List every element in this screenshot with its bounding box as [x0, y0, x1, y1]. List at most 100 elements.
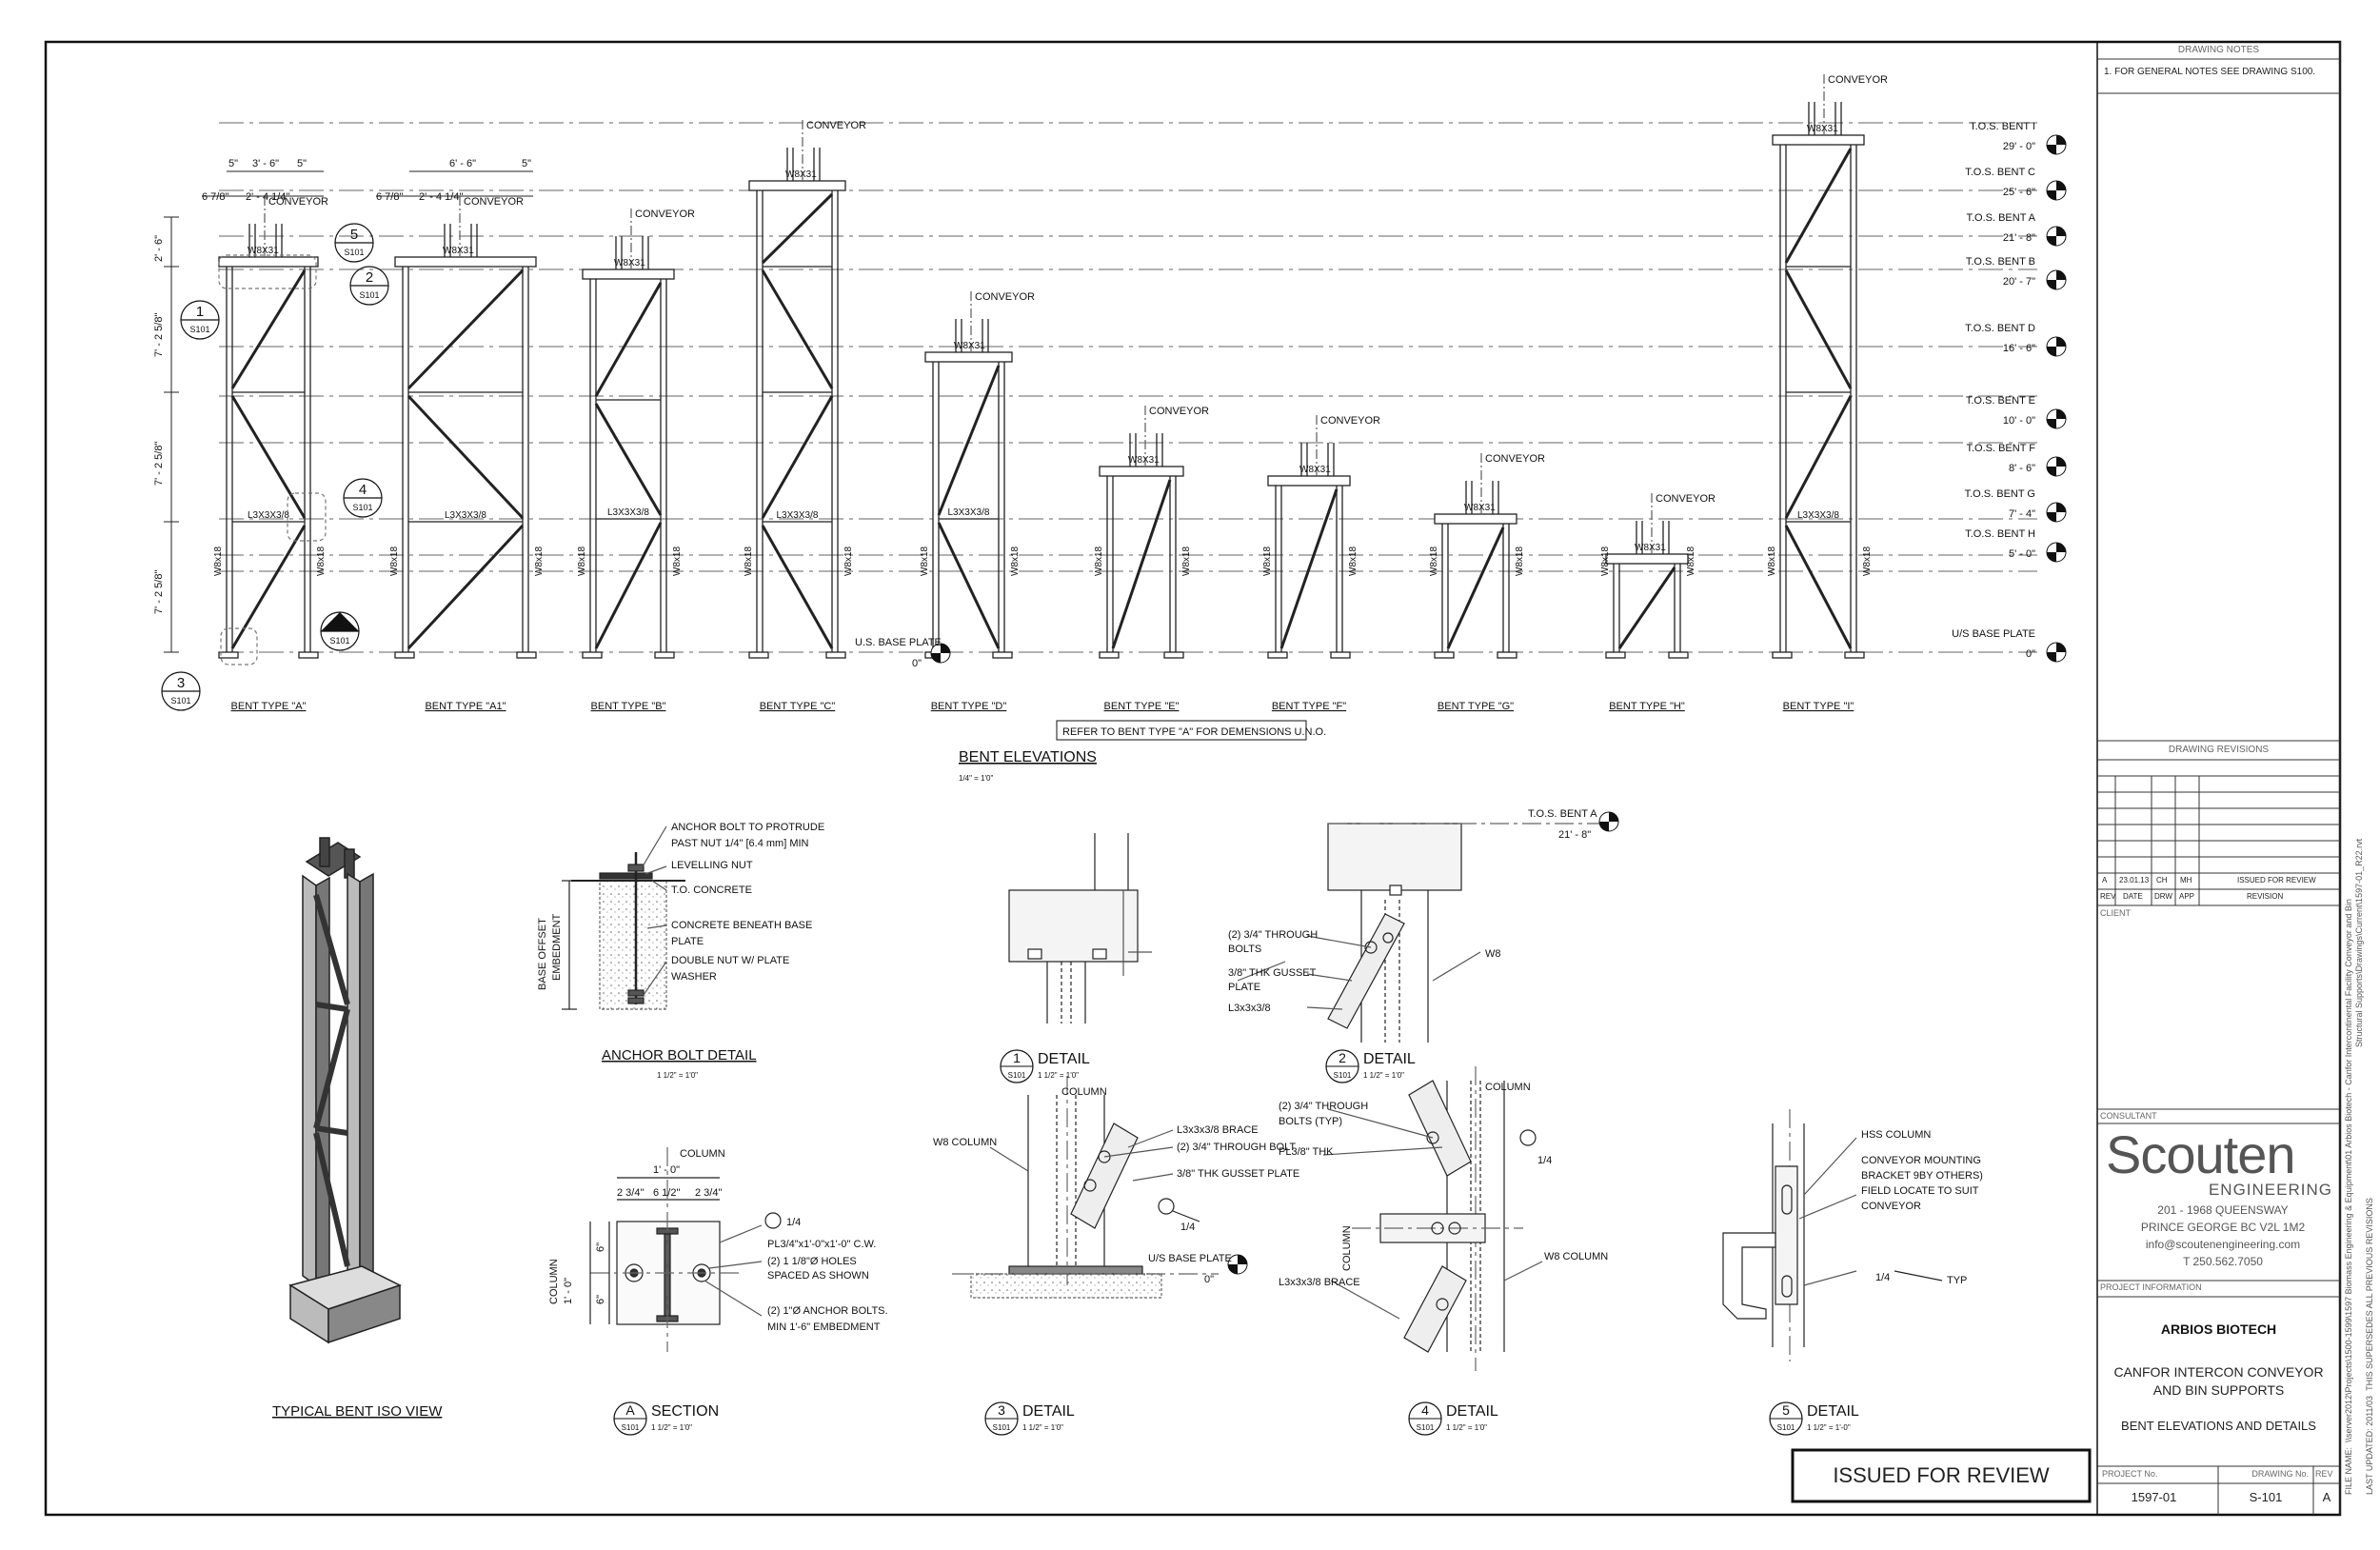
level-symbol-fill — [2047, 236, 2056, 246]
conveyor-posts — [955, 290, 989, 352]
secA-weld: 1/4 — [786, 1217, 801, 1228]
bent-top-beam — [1772, 134, 1865, 146]
beam-label: W8X31 — [1807, 124, 1838, 134]
secA-note-5: MIN 1'-6" EMBEDMENT — [767, 1321, 881, 1333]
company-address1: 201 - 1968 QUEENSWAY — [2157, 1203, 2289, 1217]
level-markers: T.O.S. BENT I29' - 0"T.O.S. BENT C25' - … — [1952, 121, 2067, 663]
rev-col-desc: REVISION — [2247, 892, 2284, 901]
d3-column: COLUMN — [1061, 1086, 1107, 1098]
detail-4-notes: COLUMN COLUMN (2) 3/4" THROUGH BOLTS (TY… — [1279, 1082, 1608, 1288]
anchor-note-8: WASHER — [671, 971, 717, 983]
column-label: W8x18 — [1600, 546, 1611, 576]
dim-top-8: 6 7/8" — [376, 191, 403, 203]
dim-top-5: 2' - 4 1/4" — [246, 191, 289, 203]
bent-label: BENT TYPE "A" — [231, 701, 307, 712]
detail-sheet: S101 — [1417, 1423, 1435, 1432]
dim-top-3: 5" — [297, 158, 307, 169]
detail-2-drawing — [1237, 823, 1618, 1043]
level-symbol-fill — [2056, 457, 2066, 467]
elevations-title: BENT ELEVATIONS — [959, 749, 1097, 765]
detail-title: DETAIL — [1807, 1403, 1859, 1420]
bent-base-plate — [1434, 651, 1455, 659]
callout-a-sheet: S101 — [329, 636, 349, 646]
d3-note-5: U/S BASE PLATE — [1148, 1253, 1232, 1264]
file-path-1: \\server2012\Projects\1500-1599\1597 Bio… — [2344, 899, 2353, 1442]
level-name: T.O.S. BENT B — [1966, 256, 2035, 268]
detail-scale: 1 1/2" = 1'-0" — [1807, 1423, 1851, 1432]
beam-label: W8X31 — [1635, 543, 1666, 553]
bent-brace — [1784, 148, 1853, 264]
level-symbol-fill — [2056, 643, 2066, 652]
conveyor-posts — [1636, 492, 1670, 554]
conveyor-posts — [1808, 73, 1842, 135]
d5-note-1: HSS COLUMN — [1861, 1129, 1931, 1141]
bent-brace — [1111, 479, 1172, 649]
bent-brace — [1784, 525, 1853, 649]
callout-1-num: 1 — [196, 304, 204, 320]
detail-sheet: S101 — [1777, 1423, 1795, 1432]
d5-note-4: FIELD LOCATE TO SUIT — [1861, 1185, 1979, 1197]
detail-num: 3 — [998, 1402, 1005, 1418]
level-symbol-fill — [2047, 512, 2056, 522]
brace-label: L3X3X3/8 — [248, 510, 289, 521]
bent-brace — [937, 522, 1001, 649]
refer-note: REFER TO BENT TYPE "A" FOR DEMENSIONS U.… — [1062, 726, 1326, 738]
d3-weld: 1/4 — [1180, 1222, 1195, 1233]
bent-brace — [407, 394, 525, 520]
bent-brace — [937, 365, 1001, 516]
d3-note-4: 3/8" THK GUSSET PLATE — [1177, 1168, 1299, 1180]
d3-note-6: 0" — [1204, 1274, 1214, 1285]
level-symbol-fill — [2056, 181, 2066, 190]
level-marker: T.O.S. BENT H5' - 0" — [1965, 528, 2067, 563]
detail-num: 5 — [1782, 1402, 1790, 1418]
bent-brace — [1617, 566, 1676, 649]
bent-base-plate — [748, 651, 769, 659]
bent-base-plate — [1267, 651, 1288, 659]
detail-num: 4 — [1421, 1402, 1429, 1418]
bent-top-beam — [1099, 466, 1184, 477]
detail-2-notes: (2) 3/4" THROUGH BOLTS 3/8" THK GUSSET P… — [1228, 929, 1501, 1014]
d4-note-5: L3x3x3/8 BRACE — [1279, 1277, 1360, 1288]
secA-note-4: (2) 1"Ø ANCHOR BOLTS. — [767, 1305, 888, 1317]
revisions-header: DRAWING REVISIONS — [2168, 745, 2270, 755]
secA-dim-overall: 1' - 0" — [653, 1164, 680, 1176]
conveyor-posts — [615, 208, 649, 269]
conveyor-label: CONVEYOR — [635, 209, 695, 220]
level-marker: T.O.S. BENT D16' - 6" — [1965, 323, 2067, 357]
project-title-2: AND BIN SUPPORTS — [2152, 1382, 2285, 1398]
bent-base-plate — [298, 651, 319, 659]
dim-top-6: 6' - 6" — [449, 158, 476, 169]
rev-row-desc: ISSUED FOR REVIEW — [2237, 876, 2316, 884]
detail-3-drawing — [952, 1076, 1219, 1299]
d2-note-4: PLATE — [1228, 982, 1260, 993]
drawing-no-label: DRAWING No. — [2251, 1469, 2309, 1479]
column-label: W8x18 — [1767, 546, 1777, 576]
bent-brace — [230, 269, 307, 389]
level-name: T.O.S. BENT A — [1966, 212, 2035, 224]
level-elevation: 21' - 8" — [2003, 232, 2035, 244]
callout-3-num: 3 — [177, 675, 185, 691]
iso-title: TYPICAL BENT ISO VIEW — [272, 1403, 443, 1420]
dim-top-7: 5" — [522, 158, 531, 169]
project-client: ARBIOS BIOTECH — [2160, 1321, 2277, 1337]
dim-top-1: 5" — [228, 158, 238, 169]
rev-row-date: 23.01.13 — [2119, 876, 2150, 884]
bent-label: BENT TYPE "G" — [1438, 701, 1514, 712]
anchor-side-2: EMBEDMENT — [551, 913, 563, 981]
elevations-scale: 1/4" = 1'0" — [959, 774, 994, 783]
anchor-note-1: ANCHOR BOLT TO PROTRUDE — [671, 822, 824, 833]
secA-note-1: PL3/4"x1'-0"x1'-0" C.W. — [767, 1239, 876, 1250]
level-name: T.O.S. BENT E — [1966, 395, 2035, 407]
conveyor-posts — [444, 195, 478, 257]
bent-brace — [761, 395, 834, 519]
dim-top-4: 6 7/8" — [202, 191, 228, 203]
bent-base-plate — [1099, 651, 1120, 659]
secA-note-3: SPACED AS SHOWN — [767, 1270, 869, 1282]
d4-note-4: W8 COLUMN — [1544, 1251, 1608, 1262]
